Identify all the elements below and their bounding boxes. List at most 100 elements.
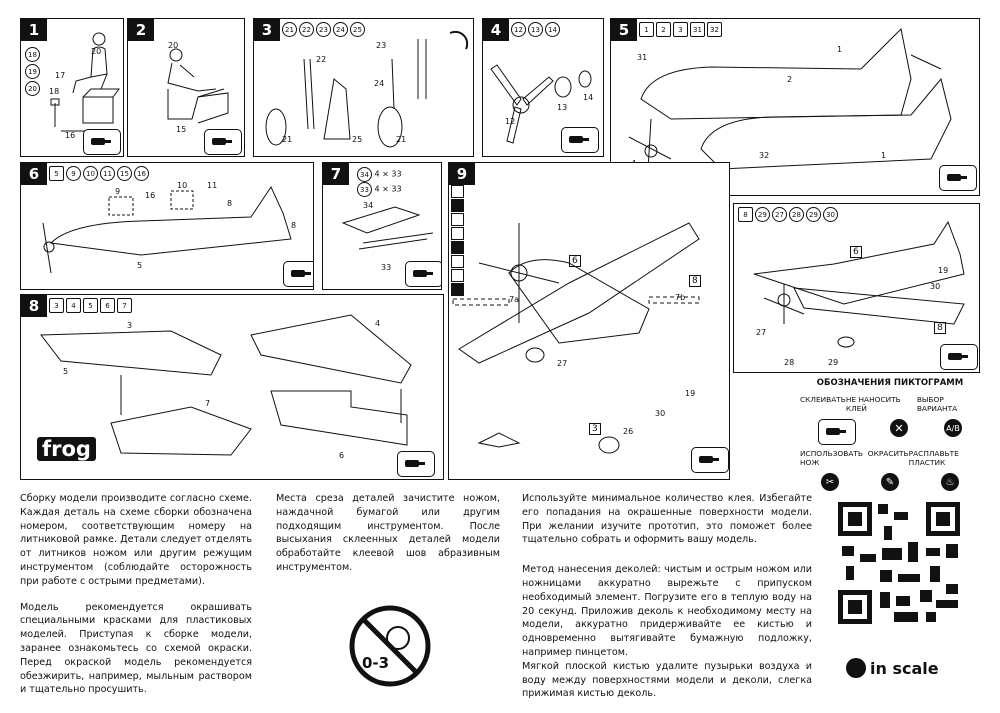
callout: 17 [55,71,66,80]
callout: 32 [759,151,770,160]
pilot-seat-drawing [50,32,120,141]
callout: 34 [363,201,374,210]
wing-rack-drawing [341,206,434,250]
pictogram-legend: ОБОЗНАЧЕНИЯ ПИКТОГРАММ СКЛЕИВАТЬ НЕ НАНО… [800,378,980,491]
callout: 16 [145,191,156,200]
chip: 10 [83,166,98,181]
callout: 6 [569,255,581,267]
instructions-col-2: Места среза деталей зачистите ножом, наж… [276,492,500,587]
callout: 3 [589,423,601,435]
step-number: 5 [611,19,637,41]
step-2-panel: 2 20 15 [127,18,245,157]
part-chips: 12 13 14 [511,22,560,37]
step-number: 4 [483,19,509,41]
part-chips: 21 22 23 24 25 [282,22,365,37]
callout: 22 [316,55,327,64]
callout: 1 [837,45,843,54]
chip: 12 [511,22,526,37]
chip: 19 [25,64,40,79]
glue-icon [83,129,121,155]
glue-icon [939,165,977,191]
step-4-panel: 4 12 13 14 12 13 14 [482,18,604,157]
chip: 31 [690,22,705,37]
callout: 8 [291,221,297,230]
callout: 13 [557,103,568,112]
callout: 14 [583,93,594,102]
wing-assembly-drawing [40,314,412,456]
step-7-panel: 7 34 4 × 33 33 4 × 33 34 33 [322,162,442,290]
chip: 1 [639,22,654,37]
glue-icon [397,451,435,477]
legend-option: ВЫБОР ВАРИАНТА [916,395,958,413]
step-9-panel: 9 6 8 7a 7b 27 3 26 30 19 [448,162,730,480]
legend-title: ОБОЗНАЧЕНИЯ ПИКТОГРАММ [816,378,964,388]
glue-icon [561,127,599,153]
propeller-drawing [490,64,592,144]
callout: 19 [685,389,696,398]
chip: 5 [49,166,64,181]
callout: 28 [784,358,795,367]
chip: 6 [100,298,115,313]
chip: 4 [66,298,81,313]
chip: 33 [357,182,372,197]
callout: 21 [282,135,293,144]
plane-underside-drawing [452,222,700,454]
paragraph: Используйте минимальное количество клея.… [522,493,812,546]
step-number: 2 [128,19,154,41]
chip: 28 [789,207,804,222]
chip: 16 [134,166,149,181]
glue-icon [940,344,978,370]
frog-logo: frog [37,437,96,461]
glue-icon [283,261,313,287]
plane-side-drawing [753,220,965,348]
callout: 3 [127,321,133,330]
callout: 2 [787,75,793,84]
callout: 19 [938,266,949,275]
callout: 7b [675,293,686,302]
paint-brush-icon: ✎ [881,473,899,491]
in-scale-text: in scale [870,658,939,678]
knife-icon: ✂ [821,473,839,491]
in-scale-logo-icon [846,658,866,678]
callout: 27 [557,359,568,368]
callout: 1 [881,151,887,160]
callout: 7a [509,295,519,304]
step-9b-panel: 8 29 27 28 29 30 6 19 30 27 8 29 28 [733,203,980,373]
chip: 32 [707,22,722,37]
callout: 5 [137,261,143,270]
chip: 11 [100,166,115,181]
chip: 27 [772,207,787,222]
callout: 25 [352,135,363,144]
paragraph: Сборку модели производите согласно схеме… [20,493,252,587]
instructions-col-1: Сборку модели производите согласно схеме… [20,492,252,709]
callout: 15 [176,125,187,134]
paragraph: Места среза деталей зачистите ножом, наж… [276,493,500,573]
part-chips: 3 4 5 6 7 [49,298,132,313]
chip: 9 [66,166,81,181]
callout: 18 [49,87,60,96]
callout: 24 [374,79,385,88]
callout: 30 [655,409,666,418]
chip: 14 [545,22,560,37]
part-chips: 18 19 20 [25,47,40,96]
melt-plastic-icon: ♨ [941,473,959,491]
legend-glue: СКЛЕИВАТЬ [800,395,846,404]
callout: 6 [339,451,345,460]
callout: 31 [637,53,648,62]
chip: 3 [49,298,64,313]
chip: 25 [350,22,365,37]
callout: 21 [396,135,407,144]
callout: 23 [376,41,387,50]
step-3-panel: 3 21 22 23 24 25 22 21 25 24 23 21 [253,18,474,157]
chip: 22 [299,22,314,37]
fuselage-assembly-drawing [628,27,952,188]
legend-melt: РАСПЛАВЬТЕ ПЛАСТИК [908,449,959,467]
callout: 8 [227,199,233,208]
step-number: 7 [323,163,349,185]
step-6-panel: 6 5 9 10 11 15 16 9 10 11 16 8 8 5 [20,162,314,290]
callout: 8 [689,275,701,287]
instructions-col-3: Используйте минимальное количество клея.… [522,492,812,713]
chip: 18 [25,47,40,62]
callout: 11 [207,181,218,190]
glue-icon [405,261,441,287]
